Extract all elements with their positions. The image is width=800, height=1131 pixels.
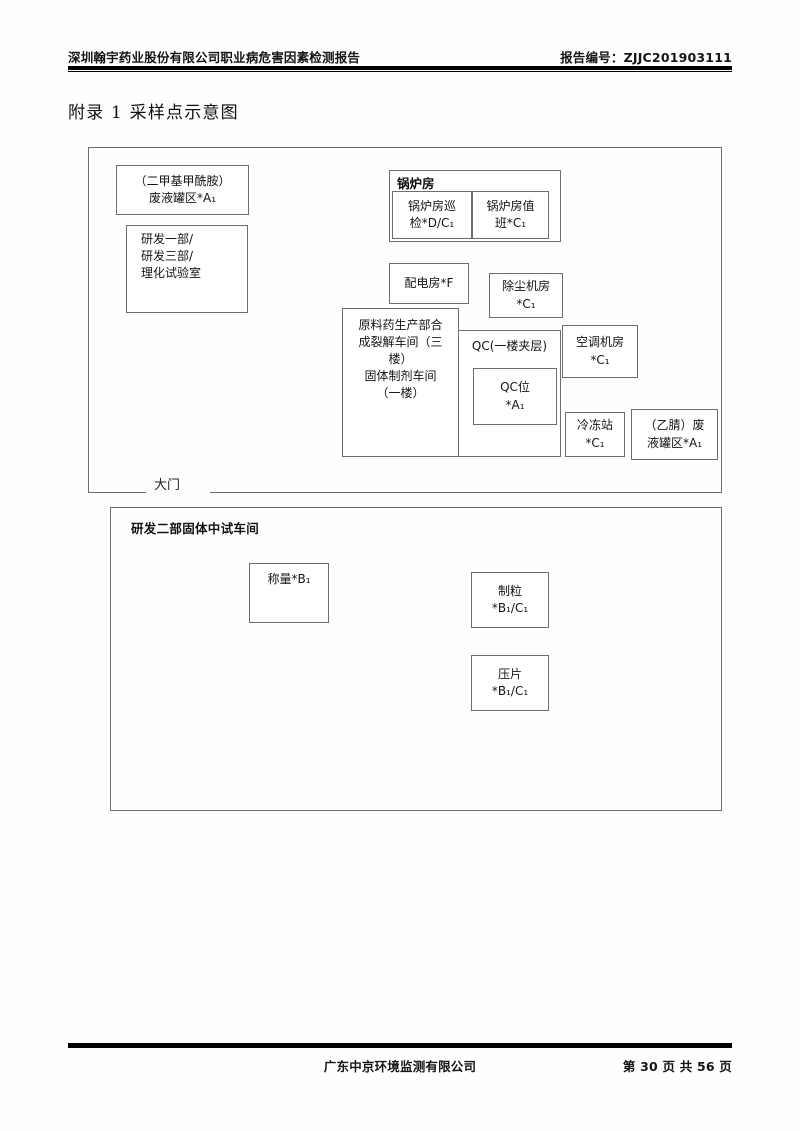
lower-zone-border-right: [721, 507, 723, 811]
box-line: 压片: [497, 666, 522, 681]
box-line: 除尘机房: [501, 279, 550, 294]
footer-company: 广东中京环境监测有限公司: [323, 1059, 477, 1074]
box-line: 锅炉房巡: [407, 198, 456, 213]
page-header: 深圳翰宇药业股份有限公司职业病危害因素检测报告 报告编号：ZJJC2019031…: [68, 42, 732, 66]
box-line: 称量*B₁: [267, 572, 311, 586]
box-line: 空调机房: [575, 335, 624, 350]
lower-zone-title: 研发二部固体中试车间: [131, 521, 260, 536]
box-line: 成裂解车间（三: [358, 335, 443, 350]
box-tableting: 压片 *B₁/C₁: [471, 655, 549, 711]
box-line: *C₁: [585, 435, 605, 450]
box-line: 楼）: [388, 352, 413, 367]
box-line: *B₁/C₁: [491, 684, 529, 698]
lower-zone-border-bottom: [110, 809, 722, 811]
upper-zone-border-bottom-left: [88, 491, 146, 493]
upper-zone-border-right: [721, 147, 723, 493]
box-line: 制粒: [497, 583, 522, 598]
box-granulation: 制粒 *B₁/C₁: [471, 572, 549, 628]
box-dust-removal: 除尘机房 *C₁: [489, 273, 563, 318]
header-report-title: 深圳翰宇药业股份有限公司职业病危害因素检测报告: [68, 50, 361, 65]
box-line: *B₁/C₁: [491, 601, 529, 615]
box-hvac-room: 空调机房 *C₁: [562, 325, 638, 378]
box-line: QC(一楼夹层): [471, 339, 548, 353]
gate-label: 大门: [154, 478, 181, 493]
box-line: （二甲基甲酰胺）: [134, 173, 231, 188]
box-line: *C₁: [590, 352, 610, 367]
footer-divider-thick: [68, 1044, 732, 1048]
box-qc-station: QC位 *A₁: [473, 368, 557, 425]
lower-zone-border-top: [110, 507, 722, 509]
header-divider-thick: [68, 66, 732, 70]
page-title: 附录 1 采样点示意图: [68, 103, 239, 123]
upper-zone-border-left: [88, 147, 90, 493]
box-line: 固体制剂车间: [364, 369, 437, 384]
box-power-distribution: 配电房*F: [389, 263, 469, 304]
box-line: 冷冻站: [576, 418, 613, 433]
box-weighing: 称量*B₁: [249, 563, 329, 623]
box-line: 配电房*F: [404, 275, 454, 290]
footer-page-info: 第 30 页 共 56 页: [622, 1059, 732, 1074]
page-footer: 广东中京环境监测有限公司 第 30 页 共 56 页: [68, 1056, 732, 1076]
lower-zone-border-left: [110, 507, 112, 811]
upper-zone-border-bottom-right: [210, 491, 722, 493]
box-line: *C₁: [516, 296, 536, 311]
box-line: QC位: [500, 380, 530, 395]
upper-zone-border-top: [88, 147, 722, 149]
box-line: 锅炉房值: [486, 198, 535, 213]
box-line: *A₁: [505, 397, 525, 412]
box-line: （乙腈）废: [644, 418, 705, 433]
box-line: 原料药生产部合: [358, 318, 443, 332]
box-line: 班*C₁: [494, 216, 527, 230]
box-rd-labs: 研发一部/ 研发三部/ 理化试验室: [126, 225, 248, 313]
box-boiler-duty: 锅炉房值 班*C₁: [472, 191, 549, 239]
box-line: 研发三部/: [141, 249, 194, 264]
box-line: 研发一部/: [141, 232, 194, 246]
box-line: （一楼）: [376, 386, 425, 401]
footer-divider-thin: [68, 1042, 732, 1044]
box-acetonitrile-waste-tank: （乙腈）废 液罐区*A₁: [631, 409, 718, 460]
box-line: 检*D/C₁: [409, 216, 455, 230]
box-refrigeration-station: 冷冻站 *C₁: [565, 412, 625, 457]
box-line: 液罐区*A₁: [646, 435, 703, 450]
box-line: 理化试验室: [141, 266, 202, 281]
header-divider-thin: [68, 70, 732, 72]
header-report-number: 报告编号：ZJJC201903111: [560, 50, 732, 65]
boiler-room-title: 锅炉房: [397, 176, 435, 191]
box-boiler-patrol: 锅炉房巡 检*D/C₁: [392, 191, 472, 239]
box-dmf-waste-tank: （二甲基甲酰胺） 废液罐区*A₁: [116, 165, 249, 215]
box-line: 废液罐区*A₁: [148, 191, 217, 205]
box-api-workshop: 原料药生产部合 成裂解车间（三 楼） 固体制剂车间 （一楼）: [342, 308, 459, 457]
